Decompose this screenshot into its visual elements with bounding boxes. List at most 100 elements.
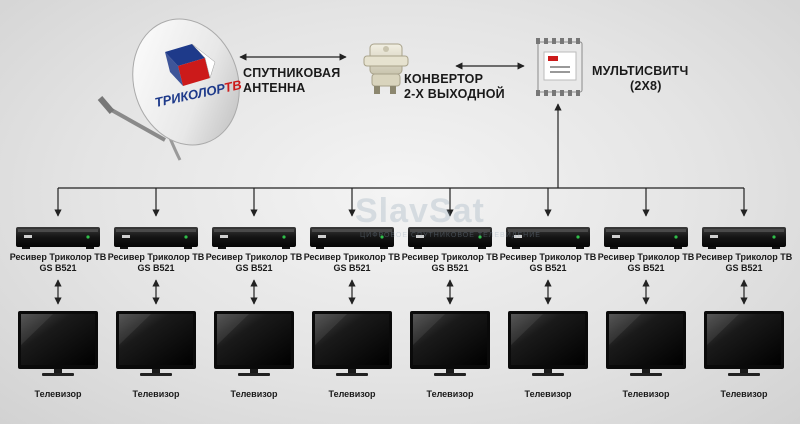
antenna-label: СПУТНИКОВАЯ АНТЕННА xyxy=(243,66,340,96)
receiver-foot xyxy=(414,247,422,249)
receiver-label-line1: Ресивер Триколор ТВ xyxy=(695,252,793,262)
tv-device xyxy=(704,311,784,376)
receiver-brand-mark xyxy=(710,235,718,238)
multiswitch-label-line2: (2Х8) xyxy=(630,79,662,93)
receiver-label-line2: GS B521 xyxy=(235,263,273,273)
tricolor-logo xyxy=(165,43,216,86)
lnb-converter xyxy=(363,43,409,94)
multiswitch-label-line1: МУЛЬТИСВИТЧ xyxy=(592,64,689,78)
receiver-label-line2: GS B521 xyxy=(627,263,665,273)
tv-label: Телевизор xyxy=(132,389,180,399)
tv-stand xyxy=(728,373,760,376)
tv-stand xyxy=(42,373,74,376)
receiver-foot xyxy=(512,247,520,249)
receiver-foot xyxy=(576,247,584,249)
receiver-led xyxy=(772,235,776,239)
receiver-top-edge xyxy=(214,229,294,232)
receiver-led xyxy=(380,235,384,239)
tv-neck xyxy=(642,369,650,373)
tv-label: Телевизор xyxy=(328,389,376,399)
tv-screen-glare xyxy=(315,314,347,345)
tv-screen xyxy=(609,314,683,365)
tv-label: Телевизор xyxy=(622,389,670,399)
receiver-foot xyxy=(316,247,324,249)
receiver-label-line2: GS B521 xyxy=(333,263,371,273)
converter-label-line2: 2-Х ВЫХОДНОЙ xyxy=(404,87,505,101)
tv-screen xyxy=(21,314,95,365)
multiswitch-label: МУЛЬТИСВИТЧ (2Х8) xyxy=(592,64,688,94)
receiver-led xyxy=(674,235,678,239)
tv-label: Телевизор xyxy=(34,389,82,399)
tv-device xyxy=(18,311,98,376)
tv-device xyxy=(116,311,196,376)
receiver-label-line2: GS B521 xyxy=(137,263,175,273)
tv-neck xyxy=(54,369,62,373)
unit-4 xyxy=(310,188,394,376)
tv-stand xyxy=(140,373,172,376)
receiver-foot xyxy=(380,247,388,249)
tv-neck xyxy=(740,369,748,373)
receiver-led xyxy=(478,235,482,239)
receiver-brand-mark xyxy=(220,235,228,238)
receiver-foot xyxy=(478,247,486,249)
tv-screen-glare xyxy=(609,314,641,345)
tv-neck xyxy=(446,369,454,373)
receiver-top-edge xyxy=(312,229,392,232)
tv-label: Телевизор xyxy=(230,389,278,399)
receiver-top-edge xyxy=(704,229,784,232)
receiver-device xyxy=(506,227,590,249)
receiver-device xyxy=(212,227,296,249)
receiver-label-line1: Ресивер Триколор ТВ xyxy=(205,252,303,262)
antenna-label-line1: СПУТНИКОВАЯ xyxy=(243,66,341,80)
unit-3 xyxy=(212,188,296,376)
tv-screen-glare xyxy=(413,314,445,345)
tv-label: Телевизор xyxy=(720,389,768,399)
receiver-foot xyxy=(22,247,30,249)
receiver-device xyxy=(702,227,786,249)
unit-1 xyxy=(16,188,100,376)
tv-screen xyxy=(315,314,389,365)
receiver-label-line1: Ресивер Триколор ТВ xyxy=(107,252,205,262)
satellite-antenna xyxy=(97,18,240,161)
tv-device xyxy=(606,311,686,376)
tv-screen xyxy=(511,314,585,365)
receiver-device xyxy=(310,227,394,249)
tv-neck xyxy=(348,369,356,373)
receiver-top-edge xyxy=(410,229,490,232)
watermark-text: SlavSat xyxy=(355,192,485,230)
receiver-brand-mark xyxy=(416,235,424,238)
tv-device xyxy=(508,311,588,376)
receiver-foot xyxy=(184,247,192,249)
receiver-label-line1: Ресивер Триколор ТВ xyxy=(9,252,107,262)
receiver-top-edge xyxy=(18,229,98,232)
tv-screen xyxy=(707,314,781,365)
unit-2 xyxy=(114,188,198,376)
tv-stand xyxy=(434,373,466,376)
unit-5 xyxy=(408,188,492,376)
distribution-tree xyxy=(58,103,744,189)
units-layer xyxy=(16,188,786,376)
tv-stand xyxy=(532,373,564,376)
receiver-foot xyxy=(86,247,94,249)
tv-screen-glare xyxy=(119,314,151,345)
tv-neck xyxy=(152,369,160,373)
tv-device xyxy=(312,311,392,376)
receiver-label-line1: Ресивер Триколор ТВ xyxy=(303,252,401,262)
receiver-foot xyxy=(674,247,682,249)
tv-stand xyxy=(630,373,662,376)
tv-screen xyxy=(413,314,487,365)
unit-8 xyxy=(702,188,786,376)
tv-screen xyxy=(217,314,291,365)
converter-label-line1: КОНВЕРТОР xyxy=(404,72,484,86)
receiver-brand-mark xyxy=(612,235,620,238)
receiver-top-edge xyxy=(116,229,196,232)
tv-screen-glare xyxy=(217,314,249,345)
tv-neck xyxy=(250,369,258,373)
receiver-foot xyxy=(610,247,618,249)
receiver-foot xyxy=(772,247,780,249)
